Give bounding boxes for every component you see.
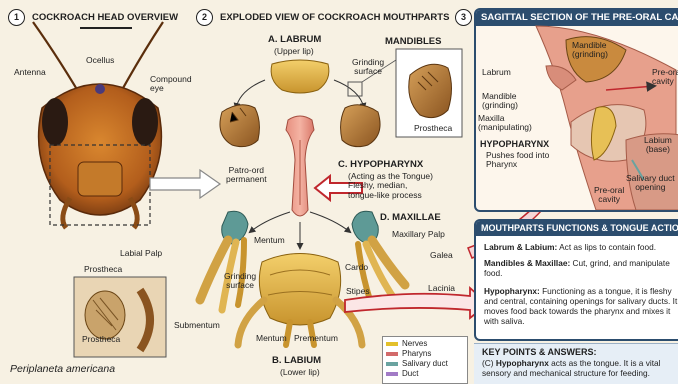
label-patro-ord: Patro-ord permanent <box>226 166 267 185</box>
label-maxillary-palp: Maxillary Palp <box>392 230 445 239</box>
key-points-panel: KEY POINTS & ANSWERS: (C) Hypopharynx ac… <box>474 343 678 384</box>
mandibles-title: MANDIBLES <box>385 37 441 47</box>
legend-item-nerves: Nerves <box>386 339 427 348</box>
label-salivary-duct-opening: Salivary duct opening <box>626 174 675 193</box>
legend-swatch <box>386 352 398 356</box>
right-compound-eye <box>132 98 158 146</box>
labium-shape <box>259 254 340 326</box>
label-maxilla-manipulating: Maxilla (manipulating) <box>478 114 532 133</box>
label-lacinia: Lacinia <box>428 284 455 293</box>
legend-swatch <box>386 342 398 346</box>
label-prementum: Prementum <box>294 334 338 343</box>
labrum-title: A. LABRUM <box>268 35 321 45</box>
panel-2-number: 2 <box>196 9 213 26</box>
label-grinding-surface-top: Grinding surface <box>352 58 384 77</box>
label-prostheca-mandible: Prostheca <box>414 124 452 133</box>
function-item-labrum-labium: Labrum & Labium: Act as lips to contain … <box>484 243 678 253</box>
panel-2-title: EXPLODED VIEW OF COCKROACH MOUTHPARTS <box>220 12 449 23</box>
label-labium-base: Labium (base) <box>644 136 672 155</box>
label-stipes: Stipes <box>346 287 370 296</box>
cockroach-head-illustration <box>33 22 163 228</box>
right-mandible <box>341 105 380 147</box>
labium-subtitle: (Lower lip) <box>280 368 320 377</box>
ocellus-dot <box>95 84 105 94</box>
sagittal-section-panel: SAGITTAL SECTION OF THE PRE-ORAL CAVITY … <box>474 8 678 212</box>
scale-bar <box>80 27 132 29</box>
label-galea: Galea <box>430 251 453 260</box>
legend-item-duct: Duct <box>386 369 418 378</box>
function-item-hypopharynx: Hypopharynx: Functioning as a tongue, it… <box>484 287 678 327</box>
label-mandible-grinding-top: Mandible (grinding) <box>572 41 608 60</box>
label-pre-oral-cavity-bottom: Pre-oral cavity <box>594 186 624 205</box>
label-pre-oral-cavity-top: Pre-oral cavity <box>652 68 678 87</box>
label-mentum-bottom: Mentum <box>256 334 287 343</box>
hypopharynx-description: (Acting as the Tongue) Fleshy, median, t… <box>348 172 433 200</box>
label-submentum: Submentum <box>174 321 220 330</box>
label-compound-eye: Compound eye <box>150 75 192 94</box>
label-cardo: Cardo <box>345 263 368 272</box>
label-prostheca-bottom: Prostheca <box>82 335 120 344</box>
label-prostheca-top: Prostheca <box>84 265 122 274</box>
label-hypopharynx-action: Pushes food into Pharynx <box>486 151 549 170</box>
labium-title: B. LABIUM <box>272 356 321 366</box>
labrum-subtitle: (Upper lip) <box>274 47 314 56</box>
label-hypopharynx-section: HYPOPHARYNX <box>480 140 549 150</box>
label-ocellus: Ocellus <box>86 56 114 65</box>
functions-panel: MOUTHPARTS FUNCTIONS & TONGUE ACTION Lab… <box>474 219 678 341</box>
label-mentum-top: Mentum <box>254 236 285 245</box>
zoom-arrow <box>150 170 220 198</box>
hypopharynx-title: C. HYPOPHARYNX <box>338 160 423 170</box>
label-grinding-surface-bottom: Grinding surface <box>224 272 256 291</box>
panel-1-number: 1 <box>8 9 25 26</box>
label-labial-palp: Labial Palp <box>120 249 162 258</box>
panel-1-title: COCKROACH HEAD OVERVIEW <box>32 12 178 23</box>
label-antenna: Antenna <box>14 68 46 77</box>
left-compound-eye <box>42 98 68 146</box>
legend-swatch <box>386 372 398 376</box>
label-labrum-section: Labrum <box>482 68 511 77</box>
function-item-mandibles-maxillae: Mandibles & Maxillae: Cut, grind, and ma… <box>484 259 678 279</box>
species-name: Periplaneta americana <box>10 364 115 376</box>
legend-swatch <box>386 362 398 366</box>
maxillae-title: D. MAXILLAE <box>380 213 441 223</box>
label-mandible-grinding: Mandible (grinding) <box>482 92 518 111</box>
panel-3-number: 3 <box>455 9 472 26</box>
left-mandible <box>220 105 259 147</box>
key-points-title: KEY POINTS & ANSWERS: <box>482 347 678 358</box>
functions-title: MOUTHPARTS FUNCTIONS & TONGUE ACTION <box>476 221 678 236</box>
labrum-shape <box>271 60 329 93</box>
key-points-answer: (C) Hypopharynx acts as the tongue. It i… <box>482 359 678 379</box>
legend-item-salivary-duct: Salivary duct <box>386 359 448 368</box>
legend-item-pharyns: Pharyns <box>386 349 431 358</box>
